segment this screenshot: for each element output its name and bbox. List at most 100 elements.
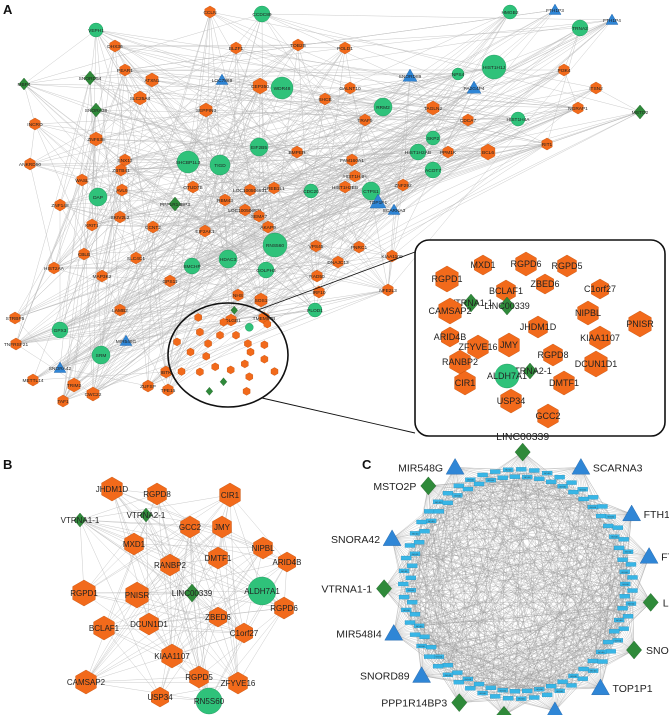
panel-a-edge [95,138,251,191]
panel-c-node-shape [445,458,465,475]
inset-node-gcc2: GCC2 [535,403,561,429]
panel-a-node-label: RBM43 [217,198,233,204]
panel-c-go-term-box [462,486,474,492]
panel-c-go-term [577,676,588,681]
panel-a-node-tpe15: TPE15 [161,383,176,397]
panel-c-edge [470,479,593,508]
panel-a-edge [95,97,141,111]
panel-a-edge [23,83,122,171]
inset-node-label: RGPD8 [537,350,568,360]
panel-a-edge [89,77,449,153]
panel-a-node-dap: DAP [88,187,108,207]
panel-b-node-label: RGPD6 [270,604,298,613]
panel-a-edge [62,203,176,402]
panel-c-go-term-label: GO:00 [479,693,486,695]
panel-c-edge [438,479,471,502]
panel-c-go-term-box [578,666,589,672]
panel-a-node-shape [310,239,322,253]
panel-a-node-hist1h2bb: HIST1H2BB [332,180,358,194]
panel-a-edge [73,203,176,386]
panel-a-edge [125,11,511,342]
panel-a-edge [209,11,597,89]
panel-c-edge [592,628,624,662]
panel-c-go-term-box [497,475,508,480]
panel-a-edge [417,19,613,153]
panel-a-node-snora38: SNORA38 [85,102,108,118]
panel-a-node-label: ANKRD50 [19,162,41,168]
panel-c-node-shape [591,678,610,695]
panel-a-edge [263,309,316,319]
panel-a-node-label: TIGD [214,163,226,169]
panel-b-node-rgpd5: RGPD5 [185,665,213,689]
panel-c-edge [419,542,584,670]
panel-a-node-greb1l1: GREB1L1 [263,181,285,195]
panel-b-node-shape [278,551,296,573]
panel-c-edge [383,588,420,626]
panel-a-edge [29,163,55,269]
panel-b-node-shape [75,669,97,695]
panel-c-go-term [453,680,464,685]
inset-node-dcun1d1: DCUN1D1 [575,350,617,378]
panel-c-edge [424,636,563,682]
panel-a-edge [81,87,597,181]
panel-a-node-hmgb2: HMGB2 [501,4,519,20]
panel-a-node-label: LOC100506811 [228,208,262,214]
panel-a-edge [493,19,613,68]
panel-c-edge [514,608,623,692]
panel-a-edge [227,186,346,260]
panel-c-edge [419,583,626,626]
panel-c-go-term-box [503,696,514,701]
panel-a-edge [15,187,275,345]
panel-c-edge [409,525,609,546]
panel-c-edge [438,511,505,715]
panel-a-node-label: TPE15 [161,388,176,394]
panel-b-edge [145,514,219,559]
panel-b-edge [103,627,200,678]
panel-a-edge [337,201,379,263]
panel-a-node-shape [510,111,526,127]
panel-c-edge [559,551,629,691]
panel-a-node-nfe2l3: NFE2L3 [379,283,397,297]
panel-a-edge [100,319,232,356]
panel-c-edge [421,645,611,652]
panel-a-node-ppm1k: PPM1K [440,145,457,159]
panel-a-node-shape [373,97,393,117]
panel-b-edge [83,592,219,618]
panel-c-edge [437,493,449,667]
panel-a-node-label: LOC7869 [212,78,233,84]
panel-c-go-term-label: GO:00 [524,477,531,479]
panel-b-edge [159,592,193,698]
panel-a-node-itsn2: ITSN2 [589,81,603,95]
panel-a-edge [258,169,434,217]
panel-a-mini-node [270,367,279,376]
panel-c-go-term [462,486,474,492]
panel-a-node-label: CBLB [78,252,91,258]
panel-a-node-cdc20: CDC20 [303,183,319,199]
panel-c-go-term: GO:00 [442,672,454,677]
panel-c-go-term [424,654,435,659]
panel-c-go-term-label: GO:00 [615,640,622,642]
panel-a-node-nps4: NPS4 [452,67,465,81]
panel-c-go-term [442,500,453,506]
panel-c-node-top1p1: TOP1P1 [591,678,653,695]
panel-c-edge [412,565,540,690]
inset-node-kiaa1107: KIAA1107 [580,325,620,351]
panel-c-edge [508,616,629,699]
panel-c-go-term-box [529,695,540,700]
panel-c-go-term-box [416,643,427,649]
panel-a-node-label: SHCB [318,97,331,103]
panel-c-go-term-box [613,545,625,551]
panel-b-node-label: JMY [214,523,231,532]
panel-a-edge [59,204,316,311]
panel-a-node-shape [78,247,90,261]
panel-a-edge [230,69,565,321]
panel-a-edge [364,118,519,121]
panel-a-node-mir548g: MIR548G [116,334,137,346]
panel-c-edge [415,634,635,651]
panel-c-edge [419,608,623,626]
inset-node-label: VTRNA1-1 [449,298,493,308]
panel-b-edge [171,561,288,657]
panel-c-go-term [401,555,412,561]
panel-a-edge [124,109,207,161]
panel-a-node-shape [147,220,159,234]
